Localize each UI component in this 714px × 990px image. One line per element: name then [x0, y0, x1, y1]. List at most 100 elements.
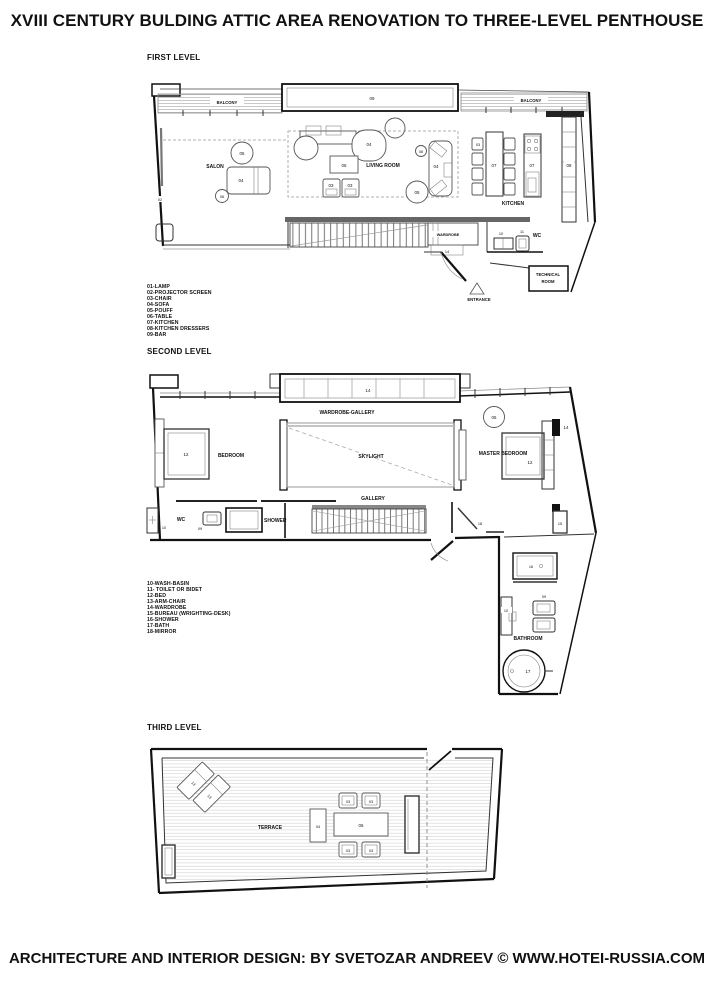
kitchen: 03 07 07 KITCHEN 08: [471, 116, 577, 223]
pouff-num: 05: [240, 151, 245, 156]
wash-basin-num: 10: [504, 609, 508, 613]
bar-counter: 09: [281, 83, 459, 112]
skylight: SKYLIGHT: [279, 419, 462, 491]
technical-room-label: ROOM: [541, 279, 555, 284]
pouff-num: 05: [492, 415, 497, 420]
outer-walls: [149, 374, 598, 696]
salon: SALON 05 04 06: [206, 141, 271, 203]
second-level-plan: 14 WARDROBE-GALLERY 05 12 BEDROOM SKYLIG…: [146, 373, 598, 696]
balcony-right: BALCONY: [460, 92, 588, 117]
legend-item: 05-POUFF: [147, 308, 173, 314]
legend-item: 11- TOILET OR BIDET: [147, 587, 203, 593]
arm-chair-num: 13: [190, 781, 196, 787]
legend-item: 15-BUREAU (WRIGHTING-DESK): [147, 611, 231, 617]
first-level-legend: 01-LAMP 02-PROJECTOR SCREEN 03-CHAIR 04-…: [147, 284, 212, 338]
bathroom-label: BATHROOM: [513, 636, 542, 642]
chair-num: 03: [346, 800, 350, 804]
mirror-num: 18: [478, 522, 482, 526]
mirror: 18: [451, 502, 504, 533]
second-level-heading: SECOND LEVEL: [147, 347, 212, 356]
gallery-door: [430, 540, 454, 562]
salon-label: SALON: [206, 164, 224, 170]
wardrobe-label: WARDROBE: [437, 233, 460, 237]
balcony-right-label: BALCONY: [521, 98, 542, 103]
wardrobe-top: 14: [269, 373, 471, 403]
balcony-left-label: BALCONY: [217, 100, 238, 105]
gallery-label: GALLERY: [361, 496, 385, 502]
entrance-arrow: [469, 282, 485, 295]
kitchen-counter-num: 07: [530, 163, 535, 168]
kitchen-island-num: 07: [492, 163, 497, 168]
first-level-heading: FIRST LEVEL: [147, 53, 201, 62]
bar-num: 09: [370, 96, 375, 101]
legend-item: 18-MIRROR: [147, 629, 177, 635]
lamp: [384, 117, 406, 139]
legend-item: 02-PROJECTOR SCREEN: [147, 290, 212, 296]
lounger: 13: [192, 774, 231, 813]
wardrobe: WARDROBE 14: [427, 222, 479, 256]
bedroom: 12 BEDROOM: [154, 418, 244, 488]
legend-item: 14-WARDROBE: [147, 605, 187, 611]
entrance-label: ENTRANCE: [467, 297, 490, 302]
page-title: XVIII CENTURY BULDING ATTIC AREA RENOVAT…: [10, 11, 704, 30]
third-level-heading: THIRD LEVEL: [147, 723, 202, 732]
legend-item: 09-BAR: [147, 332, 167, 338]
bath-num: 17: [526, 669, 531, 674]
balcony-left: BALCONY: [157, 93, 283, 116]
table-num: 06: [359, 823, 364, 828]
wc-suite: 10 WC 09 SHOWER: [146, 500, 336, 538]
legend-item: 01-LAMP: [147, 284, 170, 290]
pouff-num: 05: [415, 190, 420, 195]
sofa-num: 04: [316, 825, 320, 829]
living-room-label: LIVING ROOM: [366, 163, 400, 169]
legend-item: 07-KITCHEN: [147, 320, 179, 326]
chair-num: 03: [476, 143, 480, 147]
master-bedroom: 12 MASTER BEDROOM 14: [458, 419, 569, 490]
wc-room: 10 11 WC: [493, 230, 542, 252]
legend-item: 12-BED: [147, 593, 167, 599]
bathroom: 16 09 10 BATHROOM 17: [500, 552, 558, 693]
shower-cabin-num: 16: [529, 565, 533, 569]
legend-item: 10-WASH-BASIN: [147, 581, 190, 587]
table-num: 06: [220, 195, 224, 199]
bedroom-label: BEDROOM: [218, 453, 244, 459]
terrace-dining: 04 06 03 03 03 03: [309, 792, 389, 858]
bed-num: 12: [184, 452, 189, 457]
wardrobe-num: 14: [564, 425, 569, 430]
chair-num: 03: [329, 183, 334, 188]
wc-label: WC: [533, 233, 542, 239]
planter-left: [161, 844, 176, 879]
wc-label: WC: [177, 517, 186, 523]
legend-item: 13-ARM-CHAIR: [147, 599, 186, 605]
legend-item: 03-CHAIR: [147, 296, 172, 302]
stairs: [311, 505, 427, 534]
shower-label: SHOWER: [264, 518, 287, 524]
dressers-num: 08: [567, 163, 572, 168]
wardrobe-num: 14: [366, 388, 371, 393]
chair-num: 03: [348, 183, 353, 188]
legend-item: 16-SHOWER: [147, 617, 179, 623]
technical-room-label: TECHNICAL: [536, 272, 561, 277]
lounger: 13: [176, 761, 215, 800]
projector-screen-num: 02: [158, 198, 162, 202]
page-footer: ARCHITECTURE AND INTERIOR DESIGN: BY SVE…: [8, 950, 706, 967]
chair-num: 03: [369, 849, 373, 853]
legend-item: 06-TABLE: [147, 314, 173, 320]
toilet-num: 09: [542, 595, 546, 599]
arm-chair-num: 13: [206, 794, 212, 800]
entrance-door: ENTRANCE: [440, 251, 491, 302]
projector-screen: 02: [155, 127, 166, 202]
chair-num: 03: [369, 800, 373, 804]
planter-right: [404, 795, 420, 854]
legend-item: 17-BATH: [147, 623, 170, 629]
legend-item: 04-SOFA: [147, 302, 170, 308]
sofa-num: 04: [367, 142, 372, 147]
second-level-legend: 10-WASH-BASIN 11- TOILET OR BIDET 12-BED…: [147, 581, 231, 635]
pouff: [483, 406, 505, 428]
wardrobe-gallery-label: WARDROBE-GALLERY: [319, 410, 375, 416]
third-level-plan: 13 13 TERRACE 04 06 03 03 03: [149, 747, 504, 895]
living-room: 04 06 LIVING ROOM 03 03 05 06 04: [287, 125, 459, 204]
master-bedroom-label: MASTER BEDROOM: [479, 451, 528, 457]
legend-item: 08-KITCHEN DRESSERS: [147, 326, 210, 332]
wash-basin-num: 10: [162, 526, 166, 530]
